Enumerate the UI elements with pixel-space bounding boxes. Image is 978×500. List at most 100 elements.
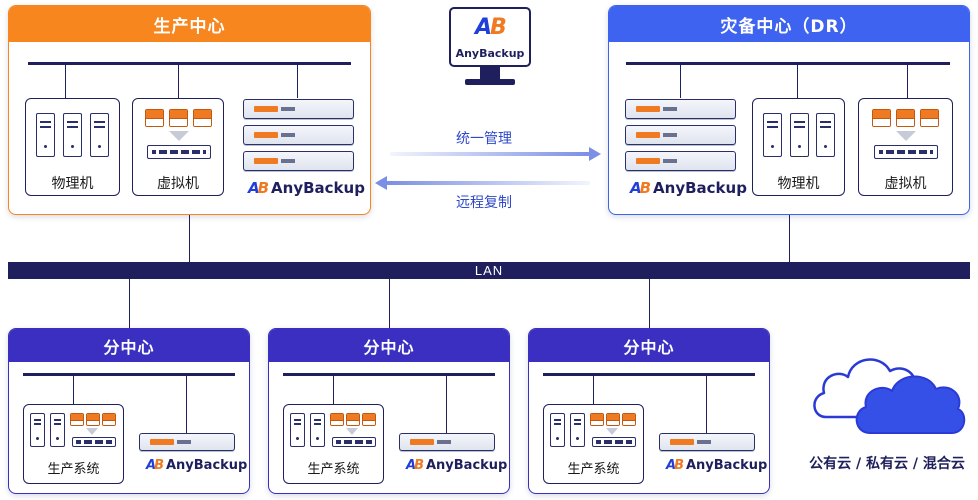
arrow-down-icon: [606, 428, 618, 435]
hypervisor-icon: [147, 145, 211, 159]
monitor-base: [465, 79, 515, 85]
server-icon: [310, 413, 325, 447]
anybackup-logo: AB AnyBackup: [630, 179, 747, 197]
production-bus: [28, 62, 351, 65]
vm-icon: [102, 413, 116, 426]
vm-icon: [896, 109, 915, 127]
virtual-machine-label: 虚拟机: [157, 176, 199, 192]
backup-appliance-icon: [243, 125, 354, 145]
server-icon: [550, 413, 565, 447]
server-icon: [63, 113, 82, 157]
vm-icon: [330, 413, 344, 426]
connector: [446, 375, 447, 433]
virtual-machine-card: 虚拟机: [858, 98, 953, 196]
server-icon: [30, 413, 45, 447]
cloud-label: 公有云 / 私有云 / 混合云: [809, 456, 965, 472]
server-icon: [816, 113, 835, 157]
vm-icon: [590, 413, 604, 426]
backup-appliance-icon: [625, 99, 736, 119]
server-icon: [50, 413, 65, 447]
physical-machine-card: 物理机: [752, 98, 845, 196]
anybackup-mark-icon: AB: [146, 458, 164, 473]
branch-center-title: 分中心: [529, 329, 769, 362]
vm-icon: [606, 413, 620, 426]
anybackup-logo: AB AnyBackup: [666, 458, 768, 473]
connector: [389, 279, 390, 328]
replication-arrow: [386, 181, 590, 185]
cloud-front: [855, 375, 966, 434]
connector: [189, 215, 190, 262]
server-icon: [570, 413, 585, 447]
anybackup-mark-icon: AB: [630, 179, 651, 197]
arrow-down-icon: [169, 131, 189, 141]
monitor-stand: [480, 67, 500, 79]
production-system-card: 生产系统: [23, 404, 124, 484]
production-system-label: 生产系统: [567, 462, 620, 477]
backup-appliance-icon: [399, 433, 495, 451]
backup-appliance-icon: [625, 125, 736, 145]
hypervisor-icon: [592, 437, 636, 447]
vm-icon: [70, 413, 84, 426]
hypervisor-icon: [332, 437, 376, 447]
branch-bus: [23, 373, 235, 376]
arrow-down-icon: [896, 131, 916, 141]
anybackup-logo: AB AnyBackup: [406, 458, 508, 473]
production-center-title: 生产中心: [9, 6, 370, 42]
vm-icon: [362, 413, 376, 426]
connector: [907, 64, 908, 98]
anybackup-mark-icon: AB: [666, 458, 684, 473]
vm-icon: [872, 109, 891, 127]
server-icon: [763, 113, 782, 157]
arrow-down-icon: [346, 428, 358, 435]
backup-appliance-icon: [243, 99, 354, 119]
anybackup-logo: AB AnyBackup: [146, 458, 248, 473]
physical-machine-label: 物理机: [777, 176, 820, 192]
connector: [649, 279, 650, 328]
vm-icon: [346, 413, 360, 426]
backup-appliance-icon: [139, 433, 235, 451]
backup-appliance-icon: [659, 433, 755, 451]
server-icon: [36, 113, 55, 157]
vm-icon: [145, 109, 164, 127]
lan-backbone: LAN: [8, 262, 970, 279]
vm-icon: [193, 109, 212, 127]
connector: [186, 375, 187, 433]
virtual-machine-card: 虚拟机: [132, 98, 224, 196]
physical-machine-label: 物理机: [51, 176, 94, 192]
arrow-down-icon: [86, 428, 98, 435]
connector: [706, 375, 707, 433]
connector: [129, 279, 130, 328]
connector: [789, 215, 790, 262]
console-monitor: AB AnyBackup: [449, 7, 531, 67]
branch-center-title: 分中心: [269, 329, 509, 362]
hypervisor-icon: [874, 145, 938, 159]
connector: [297, 64, 298, 98]
anybackup-mark-icon: AB: [406, 458, 424, 473]
connector: [65, 64, 66, 98]
management-label: 统一管理: [456, 131, 512, 147]
server-icon: [290, 413, 305, 447]
server-icon: [790, 113, 809, 157]
arrow-left-icon: [375, 176, 387, 190]
production-system-label: 生产系统: [47, 462, 100, 477]
server-icon: [90, 113, 109, 157]
connector: [797, 64, 798, 98]
connector: [593, 375, 594, 404]
branch-center-title: 分中心: [9, 329, 249, 362]
vm-icon: [86, 413, 100, 426]
hypervisor-icon: [72, 437, 116, 447]
connector: [178, 64, 179, 98]
cloud-icon: [813, 358, 966, 434]
backup-appliance-icon: [243, 151, 354, 171]
connector: [73, 375, 74, 404]
vm-icon: [169, 109, 188, 127]
backup-appliance-icon: [625, 151, 736, 171]
dr-bus: [626, 62, 950, 65]
console-brand: AnyBackup: [455, 47, 525, 60]
replication-label: 远程复制: [456, 195, 512, 211]
vm-icon: [920, 109, 939, 127]
dr-center-title: 灾备中心（DR）: [609, 6, 969, 42]
vm-icon: [622, 413, 636, 426]
connector: [680, 64, 681, 98]
